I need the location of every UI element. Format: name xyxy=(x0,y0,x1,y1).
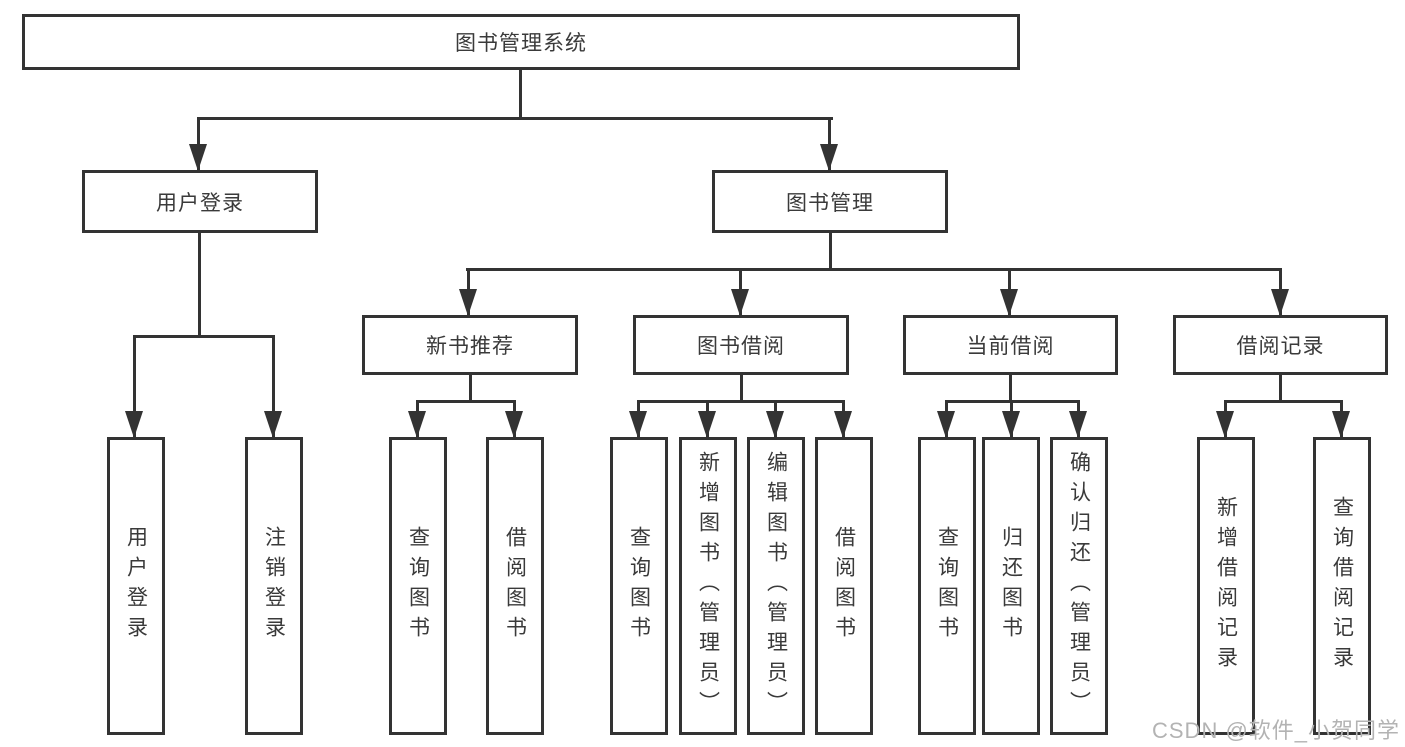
leaf-add-borrow-record-label: 新增借阅记录 xyxy=(1214,496,1238,676)
leaf-edit-book-admin: 编辑图书（管理员） xyxy=(747,437,805,735)
connector-level1-splitter xyxy=(197,117,833,120)
leaf-logout-label: 注销登录 xyxy=(262,526,286,646)
leaf-borrow-books-label: 借阅图书 xyxy=(832,526,856,646)
leaf-add-book-admin-label: 新增图书（管理员） xyxy=(696,451,720,721)
watermark: CSDN @软件_小贺同学 xyxy=(1152,718,1401,743)
arrow-down-icon xyxy=(264,411,282,438)
arrow-down-icon xyxy=(505,411,523,438)
leaf-query-books-recommend: 查询图书 xyxy=(389,437,447,735)
leaf-query-borrow-record: 查询借阅记录 xyxy=(1313,437,1371,735)
arrow-down-icon xyxy=(698,411,716,438)
connector-new-book-stem xyxy=(469,375,472,403)
arrow-down-icon xyxy=(1000,289,1018,316)
node-root-label: 图书管理系统 xyxy=(455,32,587,55)
connector-to-leaf-user-login xyxy=(133,335,136,437)
leaf-query-books-borrow-label: 查询图书 xyxy=(627,526,651,646)
node-book-borrow: 图书借阅 xyxy=(633,315,849,375)
connector-borrow-records-stem xyxy=(1279,375,1282,403)
arrow-down-icon xyxy=(834,411,852,438)
arrow-down-icon xyxy=(408,411,426,438)
arrow-down-icon xyxy=(1271,289,1289,316)
leaf-logout: 注销登录 xyxy=(245,437,303,735)
arrow-down-icon xyxy=(1069,411,1087,438)
connector-user-login-stem xyxy=(198,233,201,337)
leaf-confirm-return-admin-label: 确认归还（管理员） xyxy=(1067,451,1091,721)
node-current-borrow: 当前借阅 xyxy=(903,315,1118,375)
leaf-borrow-books-recommend-label: 借阅图书 xyxy=(503,526,527,646)
connector-root-stem xyxy=(519,69,522,119)
connector-level3-splitter xyxy=(466,268,1282,271)
arrow-down-icon xyxy=(125,411,143,438)
leaf-user-login: 用户登录 xyxy=(107,437,165,735)
connector-to-leaf-logout xyxy=(272,335,275,437)
node-book-borrow-label: 图书借阅 xyxy=(697,335,785,358)
leaf-borrow-books-recommend: 借阅图书 xyxy=(486,437,544,735)
node-new-book-recommend: 新书推荐 xyxy=(362,315,578,375)
node-user-login-label: 用户登录 xyxy=(156,191,244,215)
leaf-query-books-current-label: 查询图书 xyxy=(935,526,959,646)
node-new-book-recommend-label: 新书推荐 xyxy=(426,335,514,358)
connector-current-borrow-stem xyxy=(1009,375,1012,403)
connector-borrow-records-splitter xyxy=(1224,400,1343,403)
arrow-down-icon xyxy=(1002,411,1020,438)
leaf-query-books-borrow: 查询图书 xyxy=(610,437,668,735)
arrow-down-icon xyxy=(731,289,749,316)
arrow-down-icon xyxy=(937,411,955,438)
node-current-borrow-label: 当前借阅 xyxy=(966,335,1055,358)
connector-user-login-splitter xyxy=(133,335,275,338)
connector-book-borrow-stem xyxy=(740,375,743,403)
arrow-down-icon xyxy=(820,144,838,171)
node-borrow-records: 借阅记录 xyxy=(1173,315,1388,375)
node-root: 图书管理系统 xyxy=(22,14,1020,70)
connector-to-user-login xyxy=(197,117,200,170)
leaf-query-books-current: 查询图书 xyxy=(918,437,976,735)
leaf-add-book-admin: 新增图书（管理员） xyxy=(679,437,737,735)
node-book-management: 图书管理 xyxy=(712,170,948,233)
connector-new-book-splitter xyxy=(416,400,516,403)
leaf-borrow-books: 借阅图书 xyxy=(815,437,873,735)
arrow-down-icon xyxy=(459,289,477,316)
node-user-login: 用户登录 xyxy=(82,170,318,233)
leaf-user-login-label: 用户登录 xyxy=(124,526,148,646)
connector-to-book-management xyxy=(828,117,831,170)
leaf-add-borrow-record: 新增借阅记录 xyxy=(1197,437,1255,735)
leaf-return-books: 归还图书 xyxy=(982,437,1040,735)
node-borrow-records-label: 借阅记录 xyxy=(1236,335,1325,358)
arrow-down-icon xyxy=(1332,411,1350,438)
arrow-down-icon xyxy=(766,411,784,438)
connector-book-borrow-splitter xyxy=(637,400,845,403)
leaf-edit-book-admin-label: 编辑图书（管理员） xyxy=(764,451,788,721)
arrow-down-icon xyxy=(1216,411,1234,438)
leaf-query-books-recommend-label: 查询图书 xyxy=(406,526,430,646)
arrow-down-icon xyxy=(629,411,647,438)
connector-book-management-stem xyxy=(829,233,832,271)
node-book-management-label: 图书管理 xyxy=(786,191,874,215)
leaf-return-books-label: 归还图书 xyxy=(999,526,1023,646)
arrow-down-icon xyxy=(189,144,207,171)
leaf-confirm-return-admin: 确认归还（管理员） xyxy=(1050,437,1108,735)
leaf-query-borrow-record-label: 查询借阅记录 xyxy=(1330,496,1354,676)
